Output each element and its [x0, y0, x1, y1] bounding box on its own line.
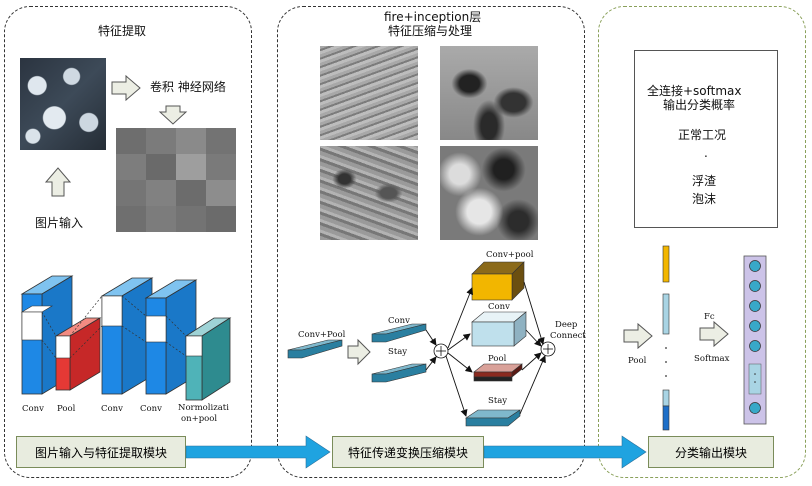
pool-bar-dots: [665, 347, 667, 377]
feature-extraction-title: 特征提取: [98, 24, 147, 38]
output-vector: [743, 255, 767, 425]
deep-label: Deep: [555, 320, 578, 330]
conv-feature-grid: [116, 128, 236, 232]
plus-node-1: [433, 343, 449, 359]
slab-conv-pool: [287, 339, 343, 359]
layer-label-conv-3: Conv: [140, 404, 162, 414]
cnn-label: 卷积 神经网络: [150, 80, 226, 94]
layer-label-pool: Pool: [57, 404, 76, 414]
cube-conv-pool-gold: [471, 261, 525, 301]
arrow-up-input: [44, 167, 72, 197]
cnn-block-conv-3: [144, 279, 198, 395]
module-input-extraction: 图片输入与特征提取模块: [16, 436, 186, 468]
right-pool-label: Pool: [628, 356, 647, 366]
arrow-conv-pool: [347, 338, 371, 366]
arrow-right-fc: [699, 320, 729, 348]
pool-bar-gold: [662, 245, 670, 283]
feature-map-emboss: [320, 46, 418, 140]
classification-result-box: [634, 50, 778, 228]
slab-stay-bottom: [465, 409, 521, 427]
layer-label-conv-1: Conv: [22, 404, 44, 414]
class-scum: 浮渣: [692, 174, 717, 188]
fire-inception-title: fire+inception层: [384, 10, 482, 24]
feature-map-texture: [440, 46, 538, 140]
module-classification-output: 分类输出模块: [648, 436, 774, 468]
feature-map-gray: [320, 146, 418, 240]
plus-node-2: [540, 341, 556, 357]
pool-bar-light: [662, 293, 670, 335]
layer-label-normalization-2: on+pool: [181, 414, 218, 424]
cnn-block-normalization: [184, 317, 232, 401]
middle-arrows: [425, 281, 546, 417]
stay-label: Stay: [388, 347, 408, 357]
feature-extraction-panel: [4, 6, 252, 478]
cnn-block-conv-2: [100, 277, 154, 395]
connect-label: Connect: [550, 331, 586, 341]
module-transfer-compression: 特征传递变换压缩模块: [332, 436, 484, 468]
layer-label-normalization-1: Normolizati: [178, 403, 229, 413]
arrow-down-grid: [158, 105, 188, 125]
conv-pool-top-label: Conv+pool: [486, 250, 534, 260]
fc-softmax-title: 全连接+softmax: [647, 84, 742, 98]
softmax-label: Softmax: [694, 354, 730, 364]
class-normal: 正常工况: [678, 128, 727, 142]
fc-label: Fc: [704, 312, 715, 322]
arrow-right-pool: [623, 322, 653, 350]
cnn-block-pool: [54, 317, 102, 391]
class-foam: 泡沫: [692, 192, 717, 206]
slab-pool-red: [473, 363, 523, 382]
class-ellipsis: .: [704, 146, 708, 160]
feature-compression-title: 特征压缩与处理: [388, 24, 473, 38]
conv-pool-label: Conv+Pool: [298, 330, 346, 340]
conv-mid-label: Conv: [488, 302, 510, 312]
classification-panel: [598, 6, 806, 478]
arrow-right-cnn: [111, 74, 141, 102]
cnn-connectors: [41, 295, 187, 359]
pool-label: Pool: [488, 354, 507, 364]
input-image: [20, 58, 106, 150]
conv-label: Conv: [388, 316, 410, 326]
feature-compression-panel: [277, 6, 585, 478]
layer-label-conv-2: Conv: [101, 404, 123, 414]
bottom-arrow-2: [483, 435, 647, 469]
image-input-label: 图片输入: [35, 216, 84, 230]
slab-conv: [371, 323, 427, 343]
slab-stay: [371, 363, 427, 383]
bottom-arrow-1: [185, 435, 331, 469]
output-probability-title: 输出分类概率: [663, 98, 736, 112]
cube-conv-light: [471, 311, 527, 347]
pool-bar-mixed: [662, 389, 670, 431]
feature-map-blur: [440, 146, 538, 240]
stay-bottom-label: Stay: [488, 396, 508, 406]
